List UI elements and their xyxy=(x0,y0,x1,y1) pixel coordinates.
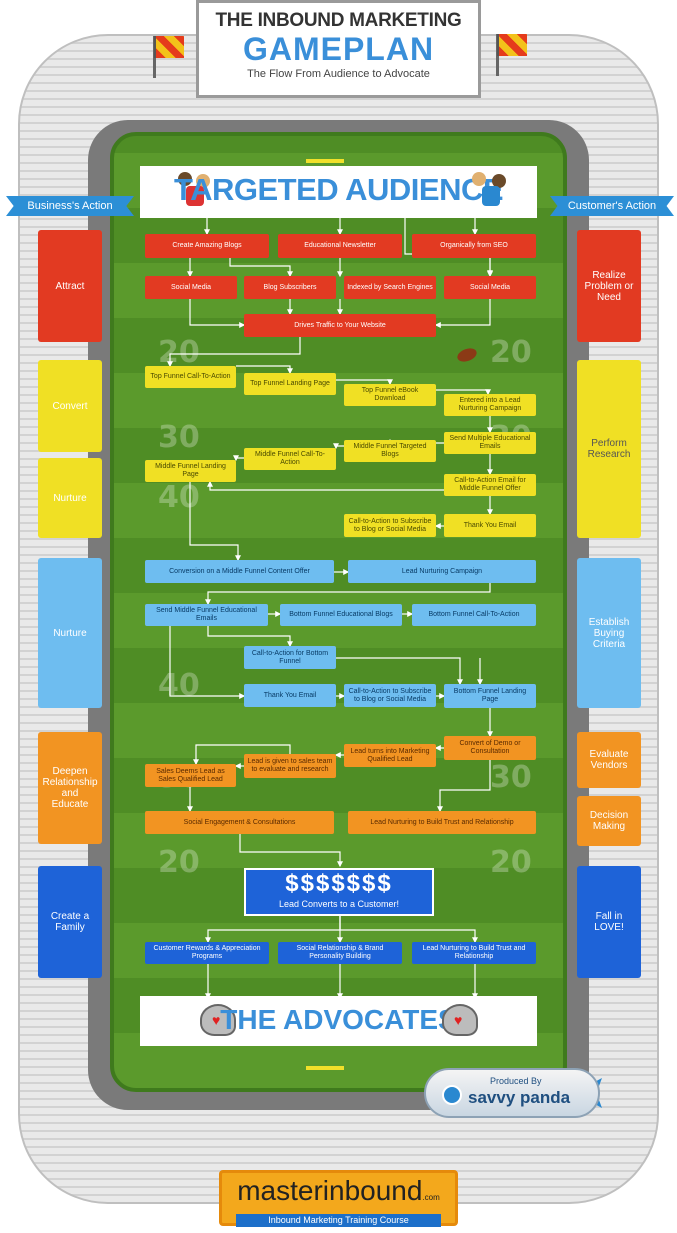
masterinbound-logo: masterinbound.com Inbound Marketing Trai… xyxy=(219,1170,458,1227)
flow-thank-you-1: Thank You Email xyxy=(444,514,536,537)
customer-criteria: Establish Buying Criteria xyxy=(577,558,641,708)
flow-organic-seo: Organically from SEO xyxy=(412,234,536,258)
flow-lead-nurturing-trust: Lead Nurturing to Build Trust and Relati… xyxy=(348,811,536,834)
savvy-panda-blimp: Produced By savvy panda xyxy=(424,1068,600,1118)
targeted-audience-panel: TARGETED AUDIENCE xyxy=(140,166,537,218)
flow-mofu-landing: Middle Funnel Landing Page xyxy=(145,460,236,482)
lead-converts-label: Lead Converts to a Customer! xyxy=(278,899,400,909)
yard-number: 40 xyxy=(158,668,200,703)
flow-cta-subscribe-2: Call-to-Action to Subscribe to Blog or S… xyxy=(344,684,436,707)
flow-demo: Convert of Demo or Consultation xyxy=(444,736,536,760)
logo-subtitle: Inbound Marketing Training Course xyxy=(236,1214,441,1227)
yard-number: 30 xyxy=(158,420,200,455)
flow-conversion-mofu: Conversion on a Middle Funnel Content Of… xyxy=(145,560,334,583)
flow-social-engagement: Social Engagement & Consultations xyxy=(145,811,334,834)
goal-bar-bottom xyxy=(306,1066,344,1070)
flow-send-multiple: Send Multiple Educational Emails xyxy=(444,432,536,454)
yard-number: 20 xyxy=(490,845,532,880)
flow-bofu-cta: Bottom Funnel Call-To-Action xyxy=(412,604,536,626)
panda-icon xyxy=(442,1085,462,1105)
flag-icon xyxy=(497,34,527,56)
logo-text: masterinbound xyxy=(237,1175,423,1206)
header-title: THE INBOUND MARKETING xyxy=(215,10,462,31)
dollar-signs: $$$$$$$ xyxy=(285,870,393,897)
people-icon xyxy=(470,172,514,212)
advocates-panel: ♥ THE ADVOCATES ♥ xyxy=(140,996,537,1046)
yard-number: 20 xyxy=(158,845,200,880)
stage-nurture-1: Nurture xyxy=(38,458,102,538)
flow-indexed: Indexed by Search Engines xyxy=(344,276,436,299)
yard-number: 20 xyxy=(158,335,200,370)
customer-research: Perform Research xyxy=(577,360,641,538)
flow-mofu-cta: Middle Funnel Call-To-Action xyxy=(244,448,336,470)
stage-deepen: Deepen Relationship and Educate xyxy=(38,732,102,844)
customer-decision: Decision Making xyxy=(577,796,641,846)
goal-bar-top xyxy=(306,159,344,163)
flow-cta-subscribe-1: Call-to-Action to Subscribe to Blog or S… xyxy=(344,514,436,537)
customer-realize: Realize Problem or Need xyxy=(577,230,641,342)
stage-convert: Convert xyxy=(38,360,102,452)
advocates-title: THE ADVOCATES xyxy=(220,1004,457,1035)
flow-drives-traffic: Drives Traffic to Your Website xyxy=(244,314,436,337)
flag-icon xyxy=(154,36,184,58)
flow-tofu-cta: Top Funnel Call-To-Action xyxy=(145,366,236,388)
flow-social-media-1: Social Media xyxy=(145,276,237,299)
flow-cta-email-mofu: Call-to-Action Email for Middle Funnel O… xyxy=(444,474,536,496)
stage-attract: Attract xyxy=(38,230,102,342)
flow-social-media-2: Social Media xyxy=(444,276,536,299)
flow-send-mofu-emails: Send Middle Funnel Educational Emails xyxy=(145,604,268,626)
flow-cta-bofu: Call-to-Action for Bottom Funnel xyxy=(244,646,336,669)
flow-mql: Lead turns into Marketing Qualified Lead xyxy=(344,744,436,767)
produced-by-label: Produced By xyxy=(490,1076,542,1086)
flow-bofu-blogs: Bottom Funnel Educational Blogs xyxy=(280,604,402,626)
flow-mofu-blogs: Middle Funnel Targeted Blogs xyxy=(344,440,436,462)
flow-given-sales: Lead is given to sales team to evaluate … xyxy=(244,754,336,778)
customer-conversion-box: $$$$$$$ Lead Converts to a Customer! xyxy=(244,868,434,916)
header-gameplan: GAMEPLAN xyxy=(242,31,435,67)
flow-tofu-landing: Top Funnel Landing Page xyxy=(244,373,336,395)
flow-rewards: Customer Rewards & Appreciation Programs xyxy=(145,942,269,964)
flow-create-blogs: Create Amazing Blogs xyxy=(145,234,269,258)
stage-create-family: Create a Family xyxy=(38,866,102,978)
people-icon xyxy=(174,172,218,212)
targeted-audience-title: TARGETED AUDIENCE xyxy=(173,172,504,207)
customer-love: Fall in LOVE! xyxy=(577,866,641,978)
yard-number: 20 xyxy=(490,335,532,370)
flow-newsletter: Educational Newsletter xyxy=(278,234,402,258)
helmet-icon: ♥ xyxy=(442,1004,478,1036)
flow-bofu-landing: Bottom Funnel Landing Page xyxy=(444,684,536,708)
yard-number: 30 xyxy=(490,760,532,795)
helmet-icon: ♥ xyxy=(200,1004,236,1036)
flow-lead-nurturing-entry: Entered into a Lead Nurturing Campaign xyxy=(444,394,536,416)
flow-lead-nurturing-campaign: Lead Nurturing Campaign xyxy=(348,560,536,583)
producer-name: savvy panda xyxy=(468,1088,571,1107)
flow-thank-you-2: Thank You Email xyxy=(244,684,336,707)
business-action-banner: Business's Action xyxy=(6,196,134,216)
flow-tofu-ebook: Top Funnel eBook Download xyxy=(344,384,436,406)
flow-social-relationship: Social Relationship & Brand Personality … xyxy=(278,942,402,964)
logo-com: .com xyxy=(422,1193,440,1202)
customer-action-banner: Customer's Action xyxy=(550,196,674,216)
flow-blog-subscribers: Blog Subscribers xyxy=(244,276,336,299)
header-subtitle: The Flow From Audience to Advocate xyxy=(247,68,430,80)
customer-evaluate: Evaluate Vendors xyxy=(577,732,641,788)
flow-sql: Sales Deems Lead as Sales Qualified Lead xyxy=(145,764,236,787)
stage-nurture-2: Nurture xyxy=(38,558,102,708)
yard-number: 40 xyxy=(158,480,200,515)
header: THE INBOUND MARKETING GAMEPLAN The Flow … xyxy=(196,0,481,98)
flow-lead-nurturing-trust-2: Lead Nurturing to Build Trust and Relati… xyxy=(412,942,536,964)
